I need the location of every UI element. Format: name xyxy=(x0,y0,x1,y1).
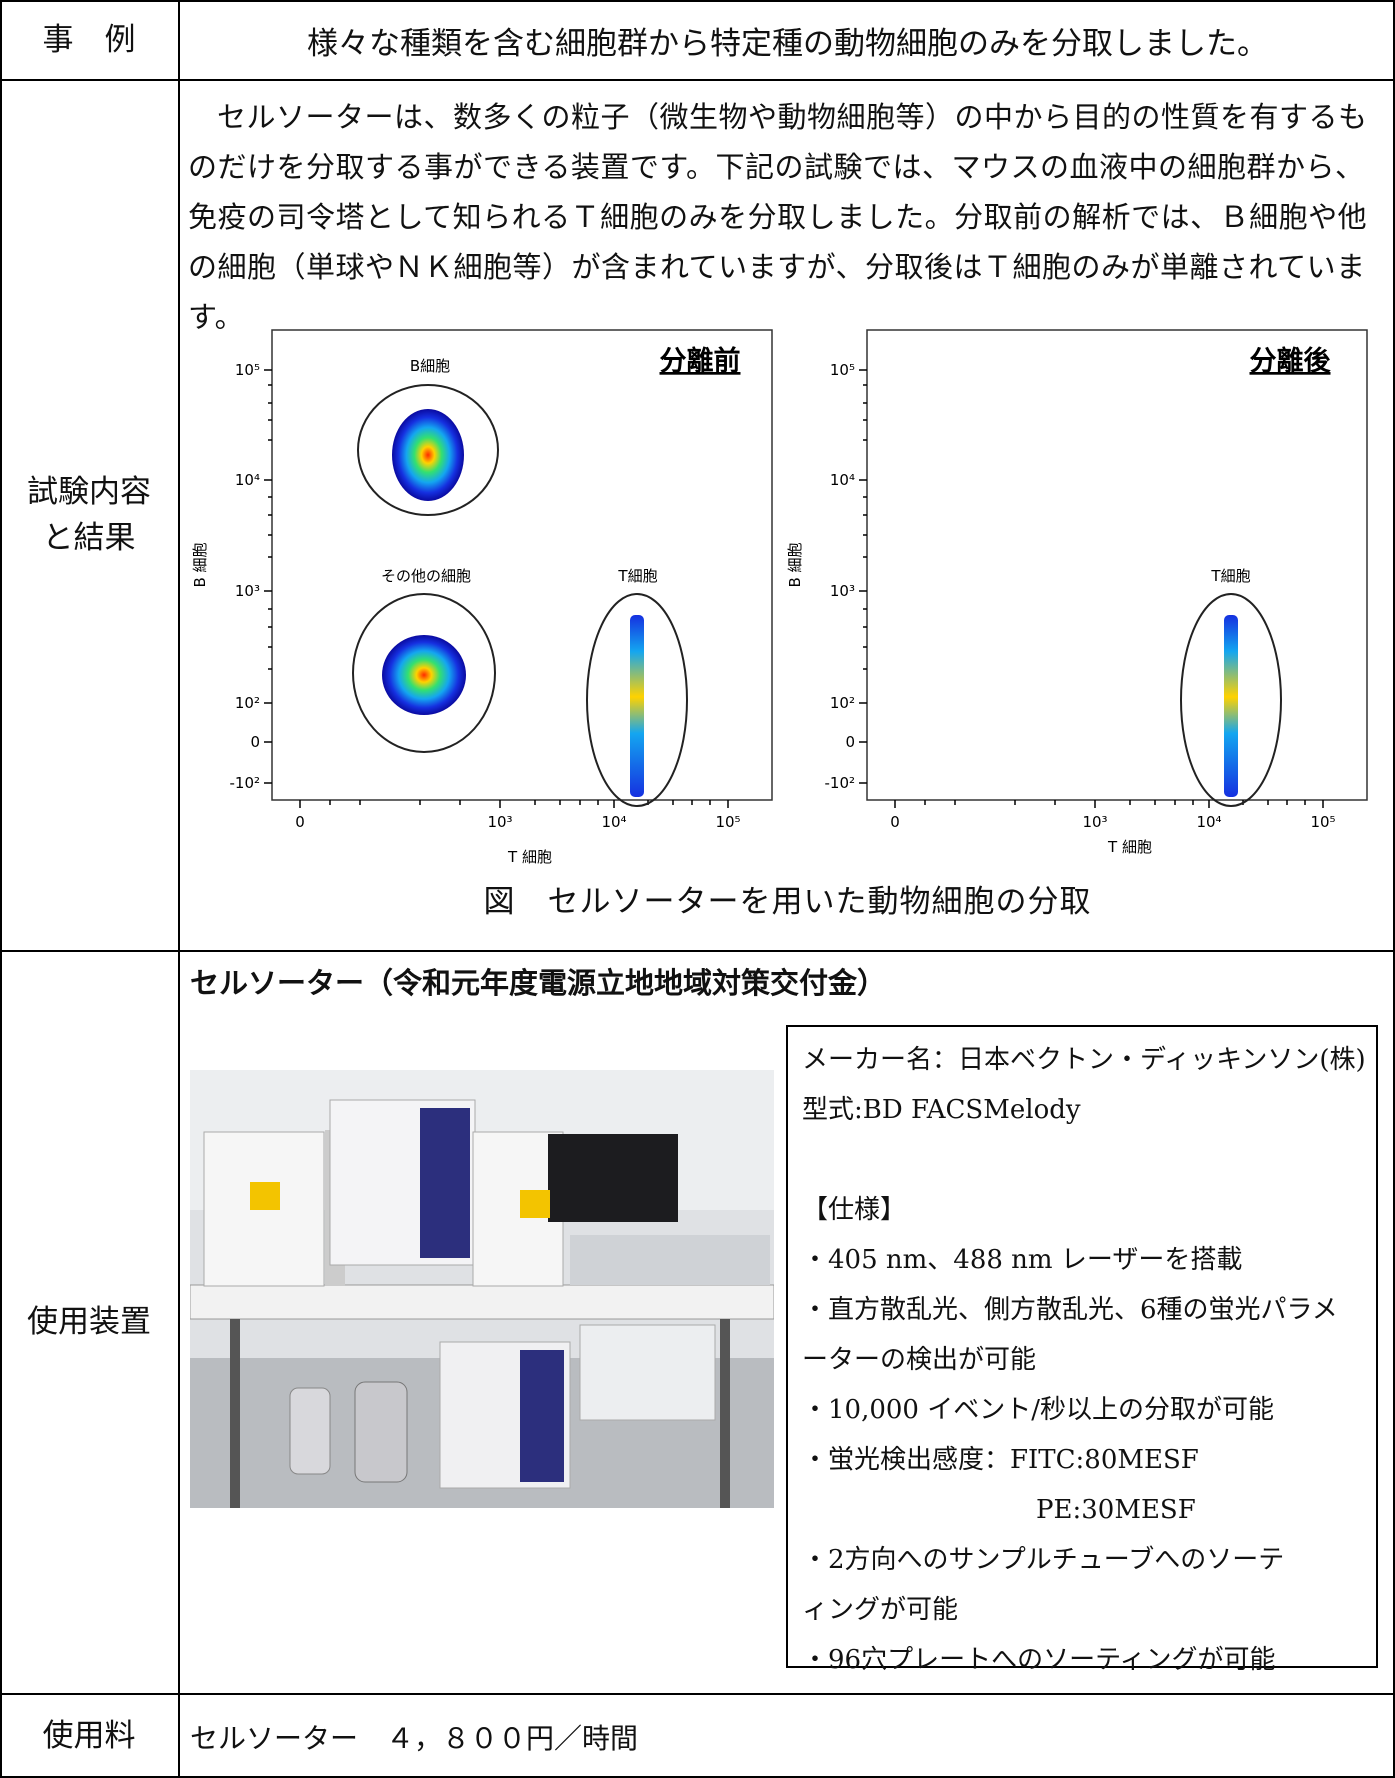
results-paragraph: セルソーターは、数多くの粒子（微生物や動物細胞等）の中から目的の性質を有するもの… xyxy=(188,92,1378,342)
x-tick-label: 10³ xyxy=(487,813,512,831)
t-cell-gate xyxy=(1180,593,1282,807)
spec-line: ・405 nm、488 nm レーザーを搭載 xyxy=(802,1245,1243,1275)
x-tick-label: 0 xyxy=(890,813,900,831)
case-label: 事 例 xyxy=(42,21,136,58)
y-tick-label: 10⁵ xyxy=(235,361,260,379)
x-tick-label: 10⁵ xyxy=(715,813,740,831)
plot-area xyxy=(866,329,1368,801)
other-cell-population-density xyxy=(382,635,466,715)
x-ticks xyxy=(894,800,1324,808)
y-tick-label: 10⁴ xyxy=(830,471,855,489)
y-tick-label: 10² xyxy=(830,694,855,712)
y-tick-label: 0 xyxy=(845,733,855,751)
x-ticks xyxy=(299,800,729,808)
spec-line xyxy=(802,1135,1362,1185)
spec-line: ・直方散乱光、側方散乱光、6種の蛍光パラメ xyxy=(802,1295,1338,1325)
spec-line: ィングが可能 xyxy=(802,1595,959,1625)
figure-caption: 図 セルソーターを用いた動物細胞の分取 xyxy=(483,884,1092,920)
device-photo xyxy=(190,1070,774,1508)
plot-area xyxy=(271,329,773,801)
results-label-line1: 試験内容 xyxy=(27,473,151,510)
x-tick-label: 0 xyxy=(295,813,305,831)
spec-line: メーカー名：日本ベクトン・ディッキンソン(株) xyxy=(802,1045,1366,1075)
device-title: セルソーター（令和元年度電源立地地域対策交付金） xyxy=(190,966,887,1000)
spec-line: ・96穴プレートへのソーティングが可能 xyxy=(802,1645,1276,1675)
case-text: 様々な種類を含む細胞群から特定種の動物細胞のみを分取しました。 xyxy=(307,25,1268,62)
plot-after: 10⁵ 10⁴ 10³ 10² 0 -10² 0 10³ 10⁴ 10⁵ T 細… xyxy=(775,325,1395,870)
row-divider xyxy=(0,1693,1395,1695)
results-label-line2: と結果 xyxy=(42,520,136,556)
y-axis-label: B 細胞 xyxy=(786,542,804,587)
y-tick-label: 10³ xyxy=(235,582,260,600)
y-tick-label: -10² xyxy=(229,774,260,792)
y-tick-label: 10⁴ xyxy=(235,471,260,489)
population-label: その他の細胞 xyxy=(381,567,471,585)
plot-after-svg: 10⁵ 10⁴ 10³ 10² 0 -10² 0 10³ 10⁴ 10⁵ T 細… xyxy=(786,329,1368,856)
spec-line: ・10,000 イベント/秒以上の分取が可能 xyxy=(802,1395,1274,1425)
t-cell-population-density xyxy=(630,615,644,797)
spec-box: メーカー名：日本ベクトン・ディッキンソン(株) 型式:BD FACSMelody… xyxy=(786,1025,1378,1675)
device-label: 使用装置 xyxy=(27,1304,151,1341)
x-axis-label: T 細胞 xyxy=(1107,838,1152,856)
population-label: B細胞 xyxy=(410,357,450,375)
spec-line: ・蛍光検出感度：FITC:80MESF xyxy=(802,1445,1199,1475)
b-cell-population-density xyxy=(392,409,464,501)
spec-line: PE:30MESF xyxy=(802,1495,1196,1525)
fee-text: セルソーター ４，８００円／時間 xyxy=(190,1722,639,1755)
y-axis-label: B 細胞 xyxy=(191,542,209,587)
x-tick-labels: 0 10³ 10⁴ 10⁵ xyxy=(890,813,1335,831)
plot-title: 分離後 xyxy=(1250,345,1332,377)
spec-line: ーターの検出が可能 xyxy=(802,1345,1037,1375)
t-cell-population-density xyxy=(1224,615,1238,797)
x-tick-labels: 0 10³ 10⁴ 10⁵ xyxy=(295,813,740,831)
y-tick-labels: 10⁵ 10⁴ 10³ 10² 0 -10² xyxy=(229,361,260,792)
y-ticks xyxy=(264,369,272,784)
y-tick-label: 10² xyxy=(235,694,260,712)
y-tick-label: 0 xyxy=(250,733,260,751)
spec-line: 【仕様】 xyxy=(802,1195,907,1225)
plot-before-svg: 10⁵ 10⁴ 10³ 10² 0 -10² 0 10³ 10⁴ 10⁵ T 細… xyxy=(191,329,773,866)
b-cell-gate xyxy=(357,384,499,516)
population-label: T細胞 xyxy=(1210,567,1250,585)
x-tick-label: 10³ xyxy=(1082,813,1107,831)
y-tick-label: 10³ xyxy=(830,582,855,600)
t-cell-gate xyxy=(586,593,688,807)
y-ticks xyxy=(859,369,867,784)
table-column-divider xyxy=(178,0,180,1778)
results-paragraph-text: セルソーターは、数多くの粒子（微生物や動物細胞等）の中から目的の性質を有するもの… xyxy=(188,100,1368,334)
device-photo-illustration xyxy=(190,1070,774,1508)
fee-label: 使用料 xyxy=(42,1718,136,1755)
y-tick-label: 10⁵ xyxy=(830,361,855,379)
x-tick-label: 10⁴ xyxy=(601,813,626,831)
y-tick-labels: 10⁵ 10⁴ 10³ 10² 0 -10² xyxy=(824,361,855,792)
results-label: 試験内容 と結果 xyxy=(0,80,178,950)
plot-title: 分離前 xyxy=(660,345,741,377)
x-tick-label: 10⁵ xyxy=(1310,813,1335,831)
spec-line: ・2方向へのサンプルチューブへのソーテ xyxy=(802,1545,1285,1575)
other-cell-gate xyxy=(352,593,496,753)
plot-before: 10⁵ 10⁴ 10³ 10² 0 -10² 0 10³ 10⁴ 10⁵ T 細… xyxy=(180,325,780,870)
row-divider xyxy=(0,950,1395,952)
x-tick-label: 10⁴ xyxy=(1196,813,1221,831)
x-axis-label: T 細胞 xyxy=(507,848,552,866)
row-divider xyxy=(0,79,1395,81)
y-tick-label: -10² xyxy=(824,774,855,792)
spec-line: 型式:BD FACSMelody xyxy=(802,1095,1081,1125)
population-label: T細胞 xyxy=(617,567,657,585)
